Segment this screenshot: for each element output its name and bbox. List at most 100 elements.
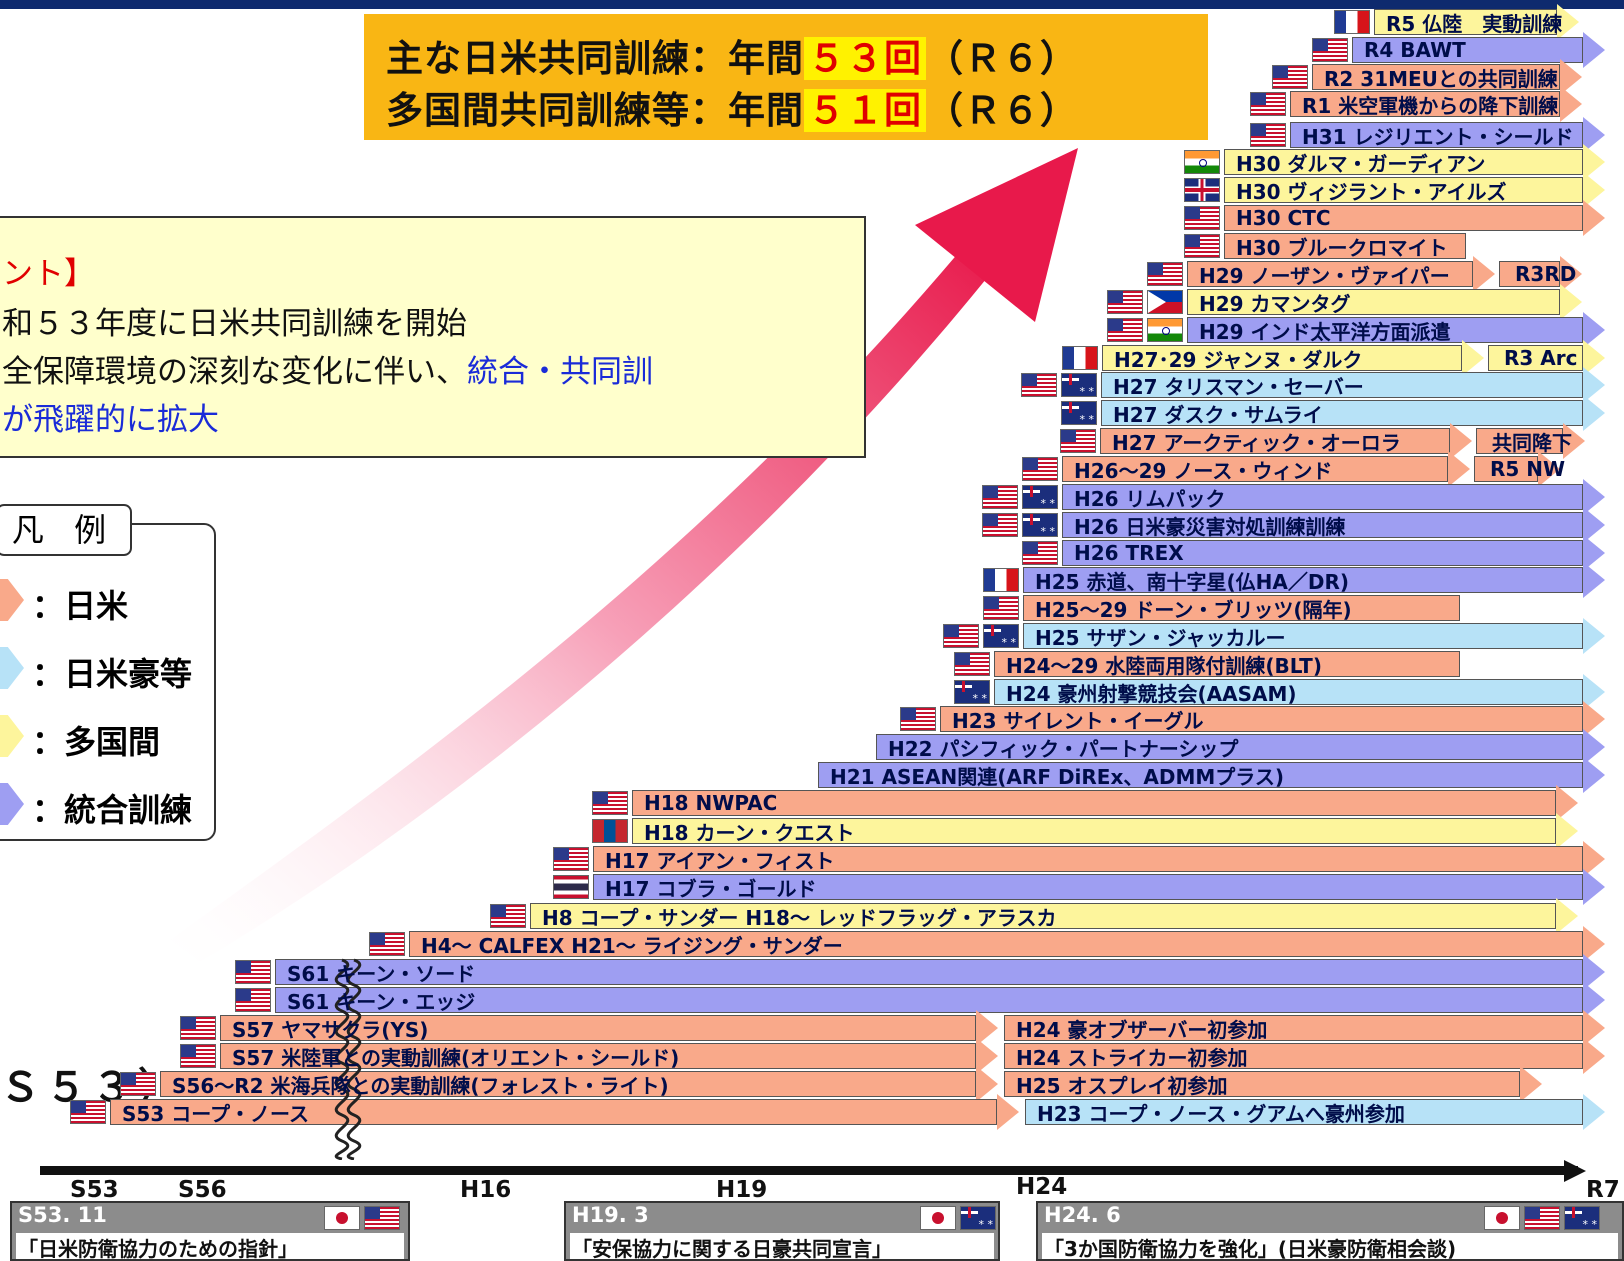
training-bar: H27 アークティック・オーロラ — [1100, 423, 1472, 459]
training-bar-label: H30 ヴィジラント・アイルズ — [1236, 179, 1507, 204]
training-bar: H17 コブラ・ゴールド — [593, 869, 1605, 905]
training-bar: R2 31MEUとの共同訓練 — [1312, 59, 1582, 95]
bar-arrowhead — [976, 1010, 998, 1046]
bar-body — [1224, 205, 1583, 231]
point-box: ント】 和５３年度に日米共同訓練を開始 全保障環境の深刻な変化に伴い、統合・共同… — [0, 216, 866, 458]
france-flag-icon — [1334, 10, 1370, 34]
training-bar: S61 キーン・ソード — [275, 954, 1605, 990]
us-flag-icon — [1250, 92, 1286, 116]
bar-body — [1100, 428, 1450, 454]
us-flag-icon — [1147, 262, 1183, 286]
training-bar-label: H4～ CALFEX H21～ ライジング・サンダー — [421, 933, 843, 958]
training-bar-label: H30 ダルマ・ガーディアン — [1236, 151, 1486, 176]
legend-label: ：統合訓練 — [32, 791, 193, 829]
legend-item-jp-us-au: ：日米豪等 — [0, 643, 212, 693]
event-date: H19. 3 — [572, 1203, 649, 1227]
bar-arrowhead — [1583, 701, 1605, 737]
bar-arrowhead — [1520, 1066, 1542, 1102]
training-bar-label: H31 レジリエント・シールド — [1302, 124, 1574, 149]
bar-arrowhead — [1583, 729, 1605, 765]
bar-arrowhead — [1583, 1094, 1605, 1130]
training-bar: S53 コープ・ノース — [110, 1094, 1019, 1130]
bar-body — [1187, 261, 1473, 287]
bar-body — [1224, 177, 1583, 203]
bar-body — [1023, 595, 1460, 621]
training-note-bar: H24 ストライカー初参加 — [1004, 1038, 1605, 1074]
bar-arrowhead — [1560, 86, 1582, 122]
bar-body — [1062, 484, 1583, 510]
bar-body — [1474, 456, 1538, 482]
bar-arrowhead — [1583, 507, 1605, 543]
training-bar: H22 パシフィック・パートナーシップ — [876, 729, 1605, 765]
training-bar-label: H30 CTC — [1236, 206, 1331, 230]
training-bar: H27･29 ジャンヌ・ダルク — [1102, 340, 1484, 376]
point-title: ント】 — [2, 256, 95, 292]
bar-arrowhead — [1583, 1038, 1605, 1074]
training-bar: H30 CTC — [1224, 200, 1605, 236]
bar-arrowhead — [1583, 926, 1605, 962]
us-flag-icon — [180, 1044, 216, 1068]
training-bar: R1 米空軍機からの降下訓練 — [1290, 86, 1582, 122]
training-bar-label: H26～29 ノース・ウィンド — [1074, 458, 1333, 483]
us-flag-icon — [235, 988, 271, 1012]
training-note-label: H24 豪オブザーバー初参加 — [1016, 1017, 1268, 1042]
bar-body — [1102, 345, 1462, 371]
training-bar: H24～29 水陸両用隊付訓練(BLT) — [994, 651, 1460, 678]
axis-tick: R7 — [1586, 1177, 1620, 1203]
us-flag-icon — [1184, 234, 1220, 258]
us-flag-icon — [983, 596, 1019, 620]
training-extension-bar: R5 NW — [1474, 451, 1565, 487]
training-bar-label: H24～29 水陸両用隊付訓練(BLT) — [1006, 653, 1322, 678]
uk-flag-icon — [1184, 178, 1220, 202]
bar-arrowhead — [1556, 813, 1578, 849]
us-flag-icon — [553, 847, 589, 871]
legend-label: ：日米 — [32, 587, 129, 625]
bar-body — [1004, 1015, 1583, 1041]
training-bar: H26 TREX — [1062, 535, 1605, 571]
france-flag-icon — [1062, 346, 1098, 370]
point-line-3: が飛躍的に拡大 — [2, 402, 219, 438]
bar-arrowhead — [1583, 618, 1605, 654]
bar-body — [1023, 567, 1583, 593]
philippines-flag-icon — [1147, 290, 1183, 314]
training-bar-label: H29 ノーザン・ヴァイパー — [1199, 263, 1450, 288]
training-bar: H25 赤道、南十字星(仏HA／DR) — [1023, 562, 1605, 598]
us-flag-icon — [1272, 65, 1308, 89]
bar-body — [593, 846, 1583, 872]
training-bar-label: R4 BAWT — [1364, 38, 1466, 62]
bar-body — [1290, 91, 1560, 117]
bar-arrowhead — [997, 1094, 1019, 1130]
training-bar-label: S57 米陸軍との実動訓練(オリエント・シールド) — [232, 1045, 680, 1070]
us-flag-icon — [1184, 206, 1220, 230]
legend-label: ：日米豪等 — [32, 655, 193, 693]
training-bar-label: H27 タリスマン・セーバー — [1113, 374, 1364, 399]
us-flag-icon — [1060, 429, 1096, 453]
headline-1-number: ５３回 — [804, 37, 926, 80]
training-extension-label: R3RD — [1515, 262, 1577, 286]
training-bar: S56～R2 米海兵隊との実動訓練(フォレスト・ライト) — [160, 1066, 998, 1102]
training-bar-label: H30 ブルークロマイト — [1236, 235, 1448, 260]
training-note-bar: H24 豪オブザーバー初参加 — [1004, 1010, 1605, 1046]
us-flag-icon — [120, 1072, 156, 1096]
training-bar: H23 サイレント・イーグル — [940, 701, 1605, 737]
training-bar-label: H25 赤道、南十字星(仏HA／DR) — [1035, 569, 1350, 594]
training-bar-label: H26 リムパック — [1074, 486, 1226, 511]
bar-body — [1101, 372, 1583, 398]
axis-tick: H24 — [1016, 1174, 1068, 1200]
japan-flag-icon — [1484, 1206, 1520, 1230]
training-bar: H18 カーン・クエスト — [632, 813, 1578, 849]
bar-body — [1187, 317, 1583, 343]
event-date: S53. 11 — [18, 1203, 107, 1227]
training-bar-label: H27 ダスク・サムライ — [1113, 402, 1323, 427]
training-bar: H27 タリスマン・セーバー — [1101, 367, 1605, 403]
training-bar: H24 豪州射撃競技会(AASAM) — [994, 674, 1605, 710]
us-flag-icon — [1021, 373, 1057, 397]
us-flag-icon — [1022, 541, 1058, 565]
axis-tick: H16 — [460, 1177, 512, 1203]
training-bar: H25～29 ドーン・ブリッツ(隔年) — [1023, 595, 1460, 622]
legend-item-joint: ：統合訓練 — [0, 779, 212, 829]
headline-2-text: 多国間共同訓練等：年間 — [386, 89, 804, 132]
training-bar-label: H18 NWPAC — [644, 791, 778, 815]
us-flag-icon — [982, 513, 1018, 537]
